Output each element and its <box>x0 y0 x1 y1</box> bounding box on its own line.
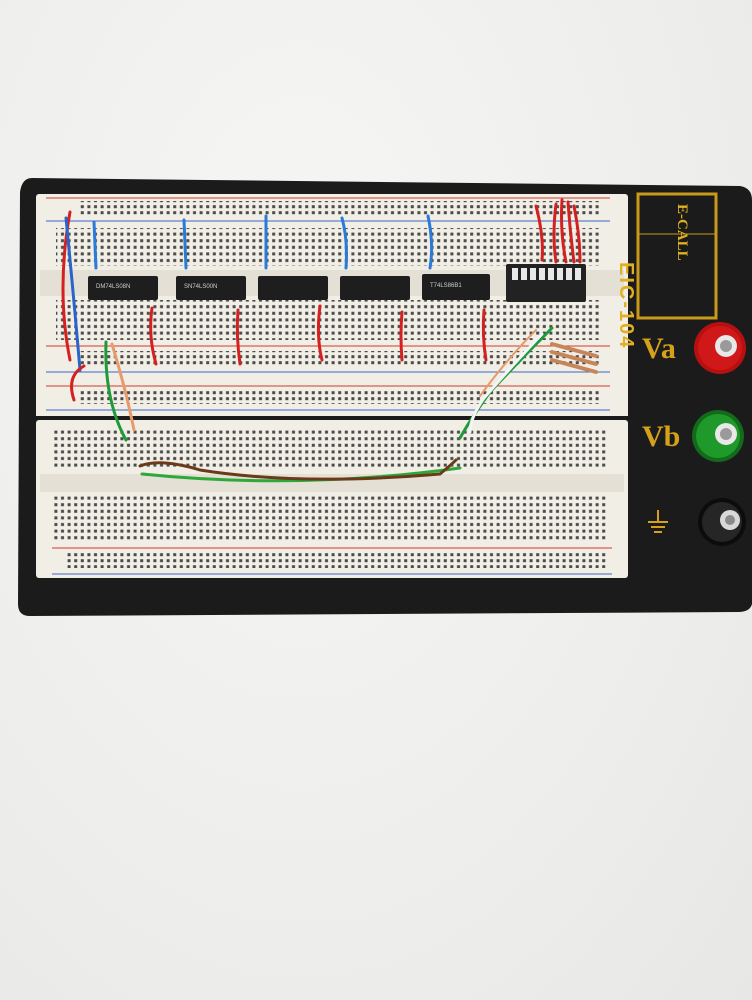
ground-icon <box>648 510 668 533</box>
chip-label-2: SN74LS00N <box>184 284 218 290</box>
lower-breadboard <box>36 420 628 578</box>
binding-post-ground[interactable] <box>698 498 746 546</box>
middle-rail-strip <box>36 380 628 416</box>
chip-label-1: DM74LS08N <box>96 284 131 290</box>
binding-post-va[interactable] <box>694 322 746 374</box>
chip-label-5: T74LS86B1 <box>430 283 462 289</box>
jumper-wires <box>61 198 598 483</box>
ic-chip-5 <box>422 274 490 300</box>
brand-panel <box>636 192 718 320</box>
ic-chip-2 <box>176 276 246 300</box>
brand-name: E-CALL <box>674 204 690 261</box>
binding-post-vb[interactable] <box>692 410 744 462</box>
ic-chip-4 <box>340 276 410 300</box>
terminal-label-va: Va <box>642 332 676 365</box>
ic-chip-1 <box>88 276 158 300</box>
board-model: EIC-104 <box>615 262 637 350</box>
ic-chips <box>88 264 586 302</box>
ic-chip-3 <box>258 276 328 300</box>
terminal-label-vb: Vb <box>642 420 681 453</box>
